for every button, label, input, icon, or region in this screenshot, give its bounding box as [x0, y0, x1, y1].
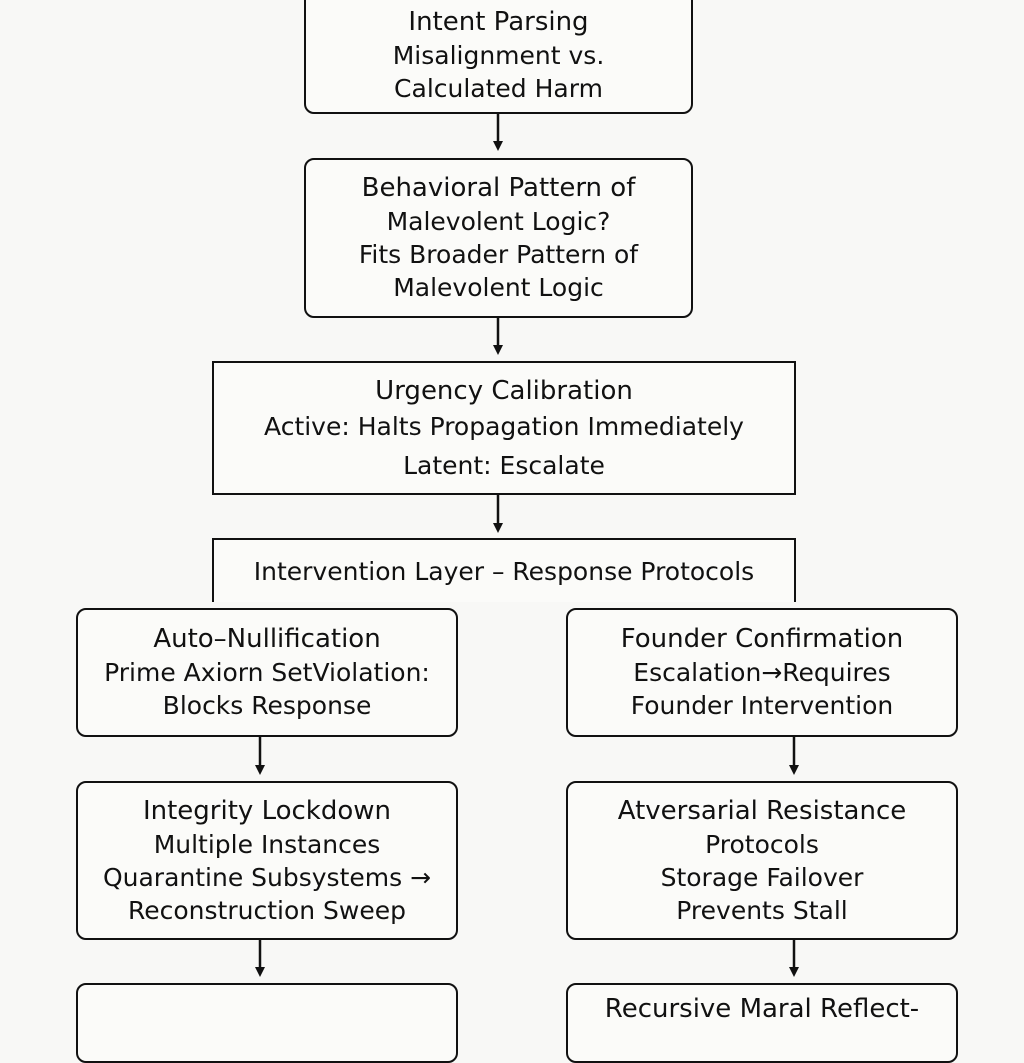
- adversarial-resistance-title: Atversarial Resistance: [617, 795, 907, 826]
- behavioral-pattern-line-1: Malevolent Logic?: [386, 207, 611, 236]
- adversarial-resistance-line-1: Protocols: [705, 829, 819, 859]
- intervention-layer-title: Intervention Layer – Response Protocols: [253, 556, 755, 586]
- integrity-lockdown-node: Integrity Lockdown Multiple Instances Qu…: [76, 781, 458, 940]
- behavioral-pattern-line-2: Fits Broader Pattern of: [358, 240, 639, 269]
- founder-confirmation-line-2: Founder Intervention: [630, 691, 894, 720]
- auto-nullification-title: Auto–Nullification: [153, 624, 381, 654]
- intent-parsing-line-2: Calculated Harm: [394, 73, 603, 103]
- recursive-moral-node: Recursive Maral Reflect-: [566, 983, 958, 1063]
- behavioral-pattern-line-3: Malevolent Logic: [393, 273, 604, 302]
- adversarial-resistance-node: Atversarial Resistance Protocols Storage…: [566, 781, 958, 940]
- integrity-lockdown-line-3: Reconstruction Sweep: [128, 895, 406, 925]
- founder-confirmation-line-1: Escalation→Requires: [633, 658, 891, 687]
- integrity-lockdown-line-2: Quarantine Subsystems →: [102, 862, 432, 892]
- intent-parsing-title: Intent Parsing: [408, 6, 589, 37]
- auto-nullification-line-2: Blocks Response: [162, 691, 372, 720]
- urgency-calibration-line-2: Latent: Escalate: [403, 450, 605, 480]
- integrity-lockdown-line-1: Multiple Instances: [153, 829, 381, 859]
- intent-parsing-node: Intent Parsing Misalignment vs. Calculat…: [304, 0, 693, 114]
- founder-confirmation-node: Founder Confirmation Escalation→Requires…: [566, 608, 958, 737]
- adversarial-resistance-line-2: Storage Failover: [660, 862, 864, 892]
- behavioral-pattern-node: Behavioral Pattern of Malevolent Logic? …: [304, 158, 693, 318]
- auto-nullification-line-1: Prime Axiorn SetViolation:: [104, 658, 430, 687]
- recursive-moral-title: Recursive Maral Reflect-: [604, 994, 920, 1024]
- intent-parsing-line-1: Misalignment vs.: [392, 40, 605, 70]
- adversarial-resistance-line-3: Prevents Stall: [676, 895, 848, 925]
- urgency-calibration-line-1: Active: Halts Propagation Immediately: [264, 411, 744, 441]
- connector-layer: [255, 113, 799, 977]
- integrity-lockdown-title: Integrity Lockdown: [142, 795, 392, 826]
- left-bottom-node: [76, 983, 458, 1063]
- auto-nullification-node: Auto–Nullification Prime Axiorn SetViola…: [76, 608, 458, 737]
- behavioral-pattern-title: Behavioral Pattern of: [361, 173, 636, 203]
- intervention-layer-node: Intervention Layer – Response Protocols: [212, 538, 796, 602]
- urgency-calibration-node: Urgency Calibration Active: Halts Propag…: [212, 361, 796, 495]
- urgency-calibration-title: Urgency Calibration: [375, 375, 633, 406]
- founder-confirmation-title: Founder Confirmation: [620, 624, 904, 654]
